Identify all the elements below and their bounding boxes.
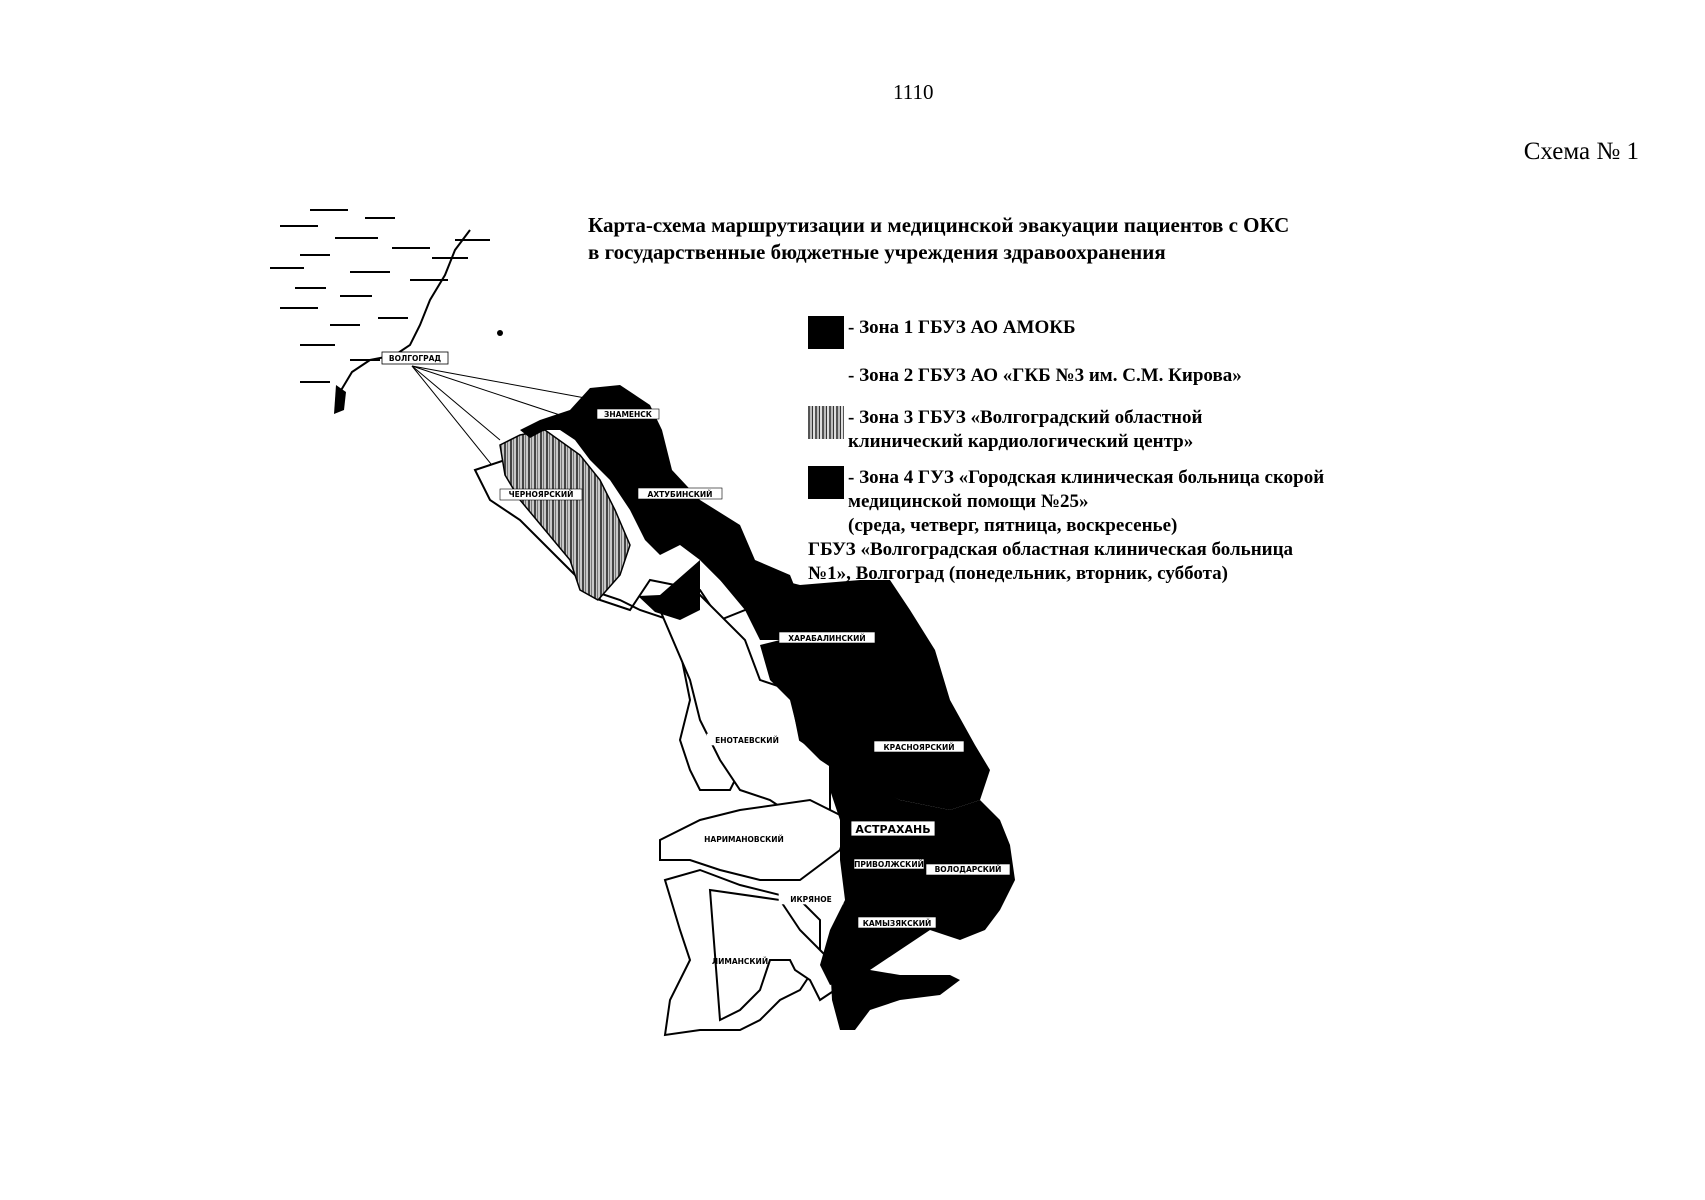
map-title-line-1: Карта-схема маршрутизации и медицинской … xyxy=(588,213,1290,237)
map-legend: - Зона 1 ГБУЗ АО АМОКБ - Зона 2 ГБУЗ АО … xyxy=(808,316,1368,600)
label-privolzhsky: ПРИВОЛЖСКИЙ xyxy=(854,860,924,869)
legend-swatch-zone-1 xyxy=(808,316,844,349)
label-znamensk: ЗНАМЕНСК xyxy=(604,410,653,419)
label-kharabalinsky: ХАРАБАЛИНСКИЙ xyxy=(788,634,865,643)
zone-2-districts xyxy=(473,458,852,1037)
legend-zone-4-line-5: №1», Волгоград (понедельник, вторник, су… xyxy=(808,563,1228,584)
map-title: Карта-схема маршрутизации и медицинской … xyxy=(588,212,1289,266)
inset-city-label: ВОЛГОГРАД xyxy=(389,354,442,363)
legend-swatch-zone-2 xyxy=(808,364,844,397)
legend-zone-2: - Зона 2 ГБУЗ АО «ГКБ №3 им. С.М. Кирова… xyxy=(808,364,1368,397)
label-enotaevsky: ЕНОТАЕВСКИЙ xyxy=(715,736,779,745)
legend-zone-4: - Зона 4 ГУЗ «Городская клиническая боль… xyxy=(808,466,1368,586)
zone-3-chernoyarsky xyxy=(499,429,631,601)
label-akhtubinsky: АХТУБИНСКИЙ xyxy=(648,490,713,499)
inset-map: ВОЛГОГРАД xyxy=(270,209,597,501)
legend-swatch-zone-4 xyxy=(808,466,844,499)
label-chernoyarsky: ЧЕРНОЯРСКИЙ xyxy=(509,490,574,499)
legend-zone-3: - Зона 3 ГБУЗ «Волгоградский областной к… xyxy=(808,406,1368,454)
zone-1-districts xyxy=(520,385,1015,1030)
legend-zone-4-line-1: - Зона 4 ГУЗ «Городская клиническая боль… xyxy=(848,467,1325,488)
map-title-line-2: в государственные бюджетные учреждения з… xyxy=(588,240,1166,264)
label-ikryanoe: ИКРЯНОЕ xyxy=(790,895,831,904)
legend-zone-1: - Зона 1 ГБУЗ АО АМОКБ xyxy=(808,316,1368,349)
legend-zone-4-line-4: ГБУЗ «Волгоградская областная клиническа… xyxy=(808,539,1294,560)
legend-swatch-zone-3 xyxy=(808,406,844,439)
label-astrakhan: АСТРАХАНЬ xyxy=(855,823,930,836)
label-narimanovsky: НАРИМАНОВСКИЙ xyxy=(704,835,784,844)
legend-zone-4-line-3: (среда, четверг, пятница, воскресенье) xyxy=(848,515,1178,536)
schema-number: Схема № 1 xyxy=(1523,138,1639,165)
district-labels: ЗНАМЕНСК ЧЕРНОЯРСКИЙ АХТУБИНСКИЙ ХАРАБАЛ… xyxy=(499,408,1011,966)
legend-zone-3-line-2: клинический кардиологический центр» xyxy=(848,431,1194,452)
legend-zone-1-line-1: - Зона 1 ГБУЗ АО АМОКБ xyxy=(848,317,1076,338)
page-number: 1110 xyxy=(893,80,934,104)
legend-zone-4-line-2: медицинской помощи №25» xyxy=(848,491,1089,512)
label-limansky: ЛИМАНСКИЙ xyxy=(712,957,768,966)
label-krasnoyarsky: КРАСНОЯРСКИЙ xyxy=(883,743,954,752)
label-kamyzyaksky: КАМЫЗЯКСКИЙ xyxy=(863,919,932,928)
legend-zone-2-line-1: - Зона 2 ГБУЗ АО «ГКБ №3 им. С.М. Кирова… xyxy=(848,365,1242,386)
legend-zone-3-line-1: - Зона 3 ГБУЗ «Волгоградский областной xyxy=(848,407,1203,428)
label-volodarsky: ВОЛОДАРСКИЙ xyxy=(935,865,1002,874)
